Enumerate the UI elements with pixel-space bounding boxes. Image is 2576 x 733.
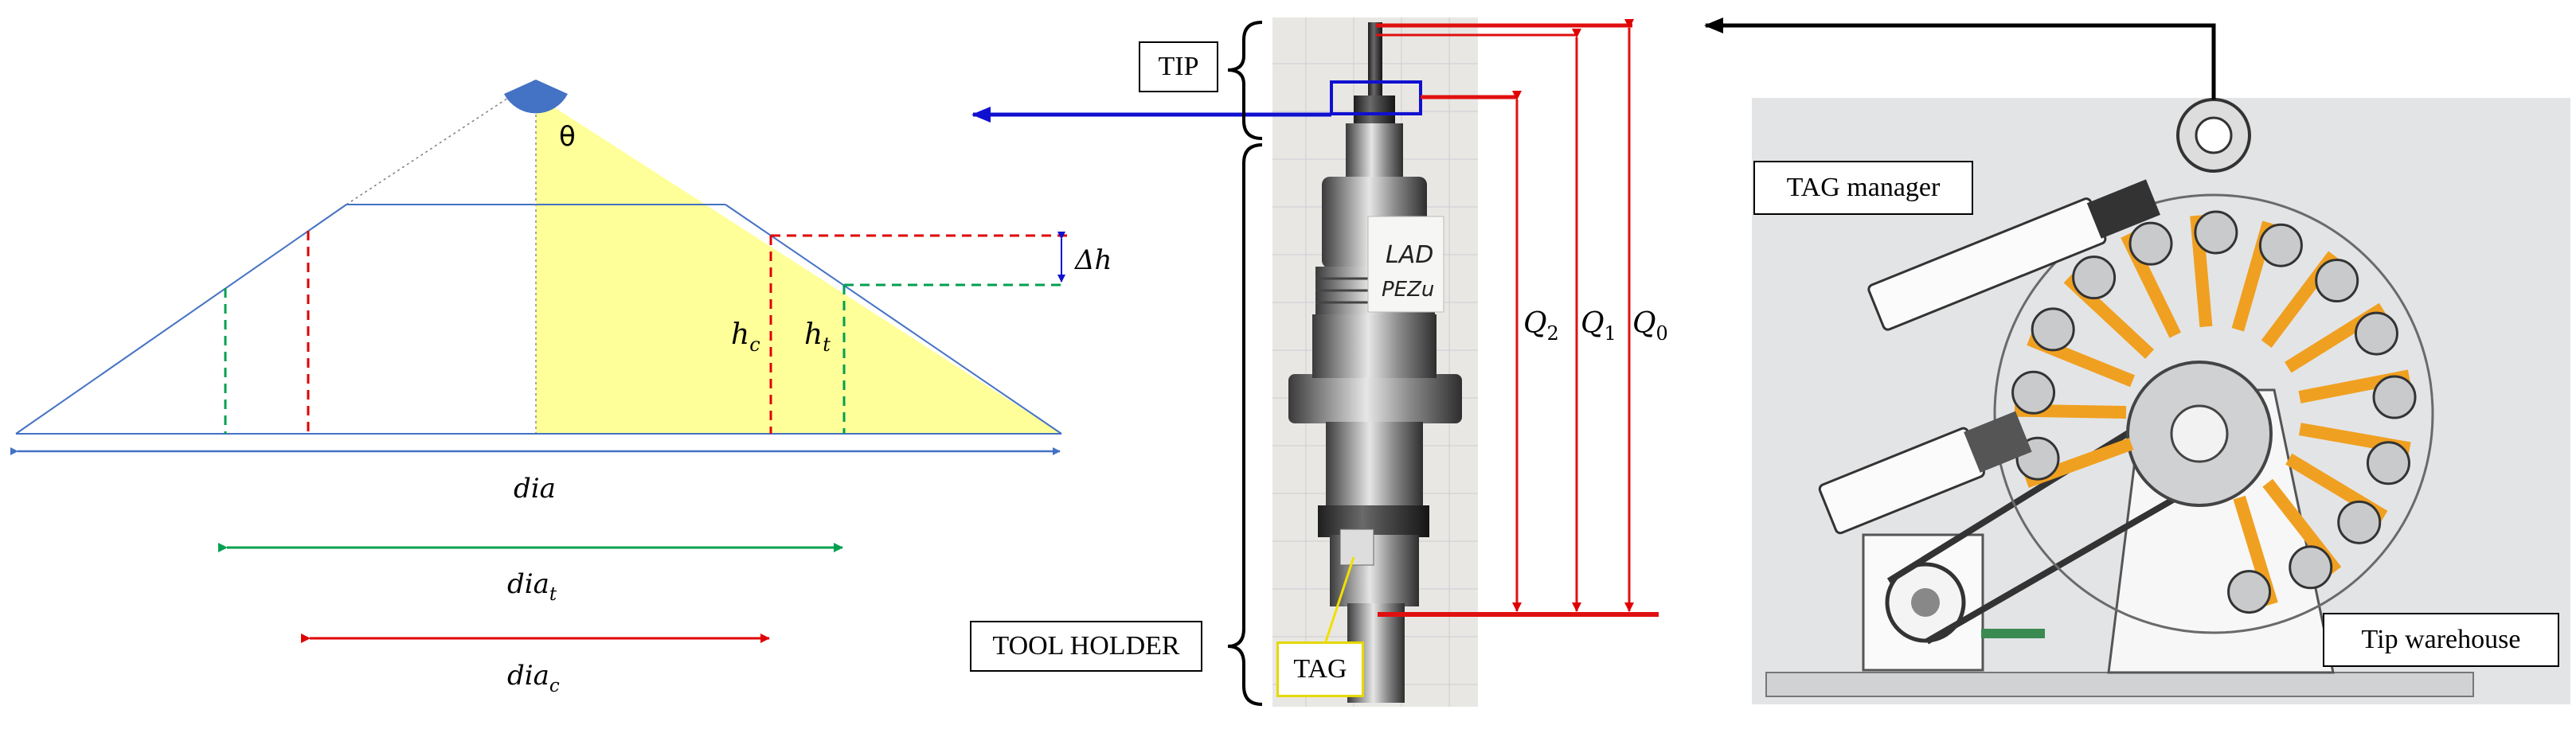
dia-t-label: diat (507, 568, 557, 605)
tip-body (1368, 22, 1382, 106)
tip-slot (2072, 255, 2117, 300)
machine-drawing (1752, 98, 2570, 704)
cone-diagram: θ Δh hc ht dia diat diac (10, 79, 1112, 696)
tip-slot (2366, 441, 2410, 485)
cone-left-edge (15, 204, 347, 435)
shank-1 (1326, 422, 1423, 509)
holder-brace (1227, 143, 1263, 706)
tip-collet (1354, 96, 1395, 127)
tag-label-box: TAG (1276, 641, 1364, 697)
turret-spokes (2011, 210, 2417, 614)
tip-slot (2227, 570, 2272, 614)
cone-right-edge (725, 204, 1062, 435)
tip-slot (2031, 307, 2075, 352)
tip-slot (2289, 545, 2333, 590)
tip-slot (2258, 223, 2303, 267)
tag-leader (1324, 556, 1355, 642)
angle-sector (504, 80, 568, 114)
flange (1288, 374, 1462, 423)
cone-tip-dotted-left (346, 79, 537, 205)
tip-slot (2337, 500, 2382, 544)
sticker-text-1: LAD (1386, 241, 1433, 269)
cone-right-half-fill (536, 96, 1061, 434)
dia-c-label: diac (507, 660, 560, 696)
sticker (1367, 216, 1444, 313)
angle-label: θ (559, 121, 576, 153)
sticker-text-2: PEZu (1382, 278, 1434, 302)
lower-cone (1312, 314, 1437, 378)
hc-label: hc (731, 318, 760, 356)
tip-slot (2128, 221, 2173, 266)
q2-label: Q2 (1523, 307, 1559, 345)
delta-h-label: Δh (1073, 244, 1112, 276)
tip-label-box: TIP (1139, 41, 1218, 92)
dia-label: dia (514, 473, 556, 505)
nut (1346, 123, 1403, 179)
ht-label: ht (804, 318, 831, 356)
tool-holder-label-box: TOOL HOLDER (970, 621, 1202, 672)
tag-manager-label-box: TAG manager (1753, 161, 1973, 215)
tip-slot (2354, 311, 2398, 356)
tip-slot (2372, 375, 2417, 419)
tip-slot (2315, 259, 2359, 303)
tag-manager-arrow (1704, 18, 2216, 99)
q-dimensions: Q2 Q1 Q0 (1376, 19, 1668, 617)
tag-chip (1339, 528, 1374, 566)
tool-holder-photo: LAD PEZu (1272, 18, 1478, 707)
turret (1993, 193, 2434, 634)
q0-label: Q0 (1632, 307, 1668, 345)
q1-label: Q1 (1581, 307, 1616, 345)
tip-brace (1227, 21, 1263, 140)
tip-slot (2011, 370, 2056, 415)
tip-slot (2194, 210, 2238, 255)
tip-warehouse-label-box: Tip warehouse (2323, 613, 2559, 667)
